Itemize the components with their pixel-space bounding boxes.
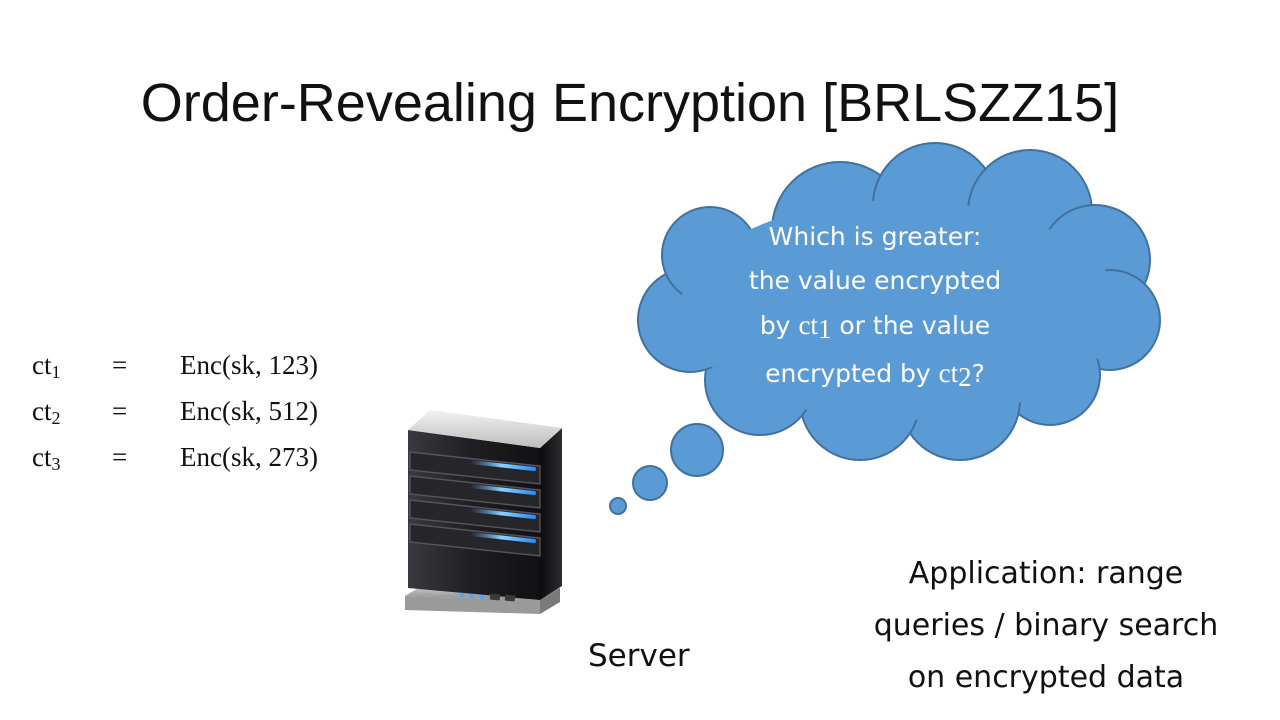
thought-line: by ct1 or the value	[759, 310, 991, 344]
equation-row: ct3 = Enc(sk, 273)	[32, 434, 318, 480]
equation-row: ct2 = Enc(sk, 512)	[32, 388, 318, 434]
equation-list: ct1 = Enc(sk, 123) ct2 = Enc(sk, 512) ct3 = En…	[32, 342, 318, 480]
equation-rhs: Enc(sk, 123)	[180, 350, 318, 380]
equation-lhs: ct3	[32, 442, 61, 474]
server-tower-icon	[405, 410, 562, 614]
thought-dot-medium	[632, 465, 668, 501]
application-line: queries / binary search	[873, 608, 1219, 643]
equation-lhs: ct1	[32, 350, 61, 382]
thought-line: encrypted by ct2?	[765, 358, 985, 392]
server-label: Server	[588, 638, 690, 674]
thought-dot-small	[609, 497, 627, 515]
thought-line: Which is greater:	[768, 222, 982, 251]
equation-rhs: Enc(sk, 512)	[180, 396, 318, 426]
equation-rhs: Enc(sk, 273)	[180, 442, 318, 472]
slide-title: Order-Revealing Encryption [BRLSZZ15]	[140, 73, 1120, 133]
equals-sign: =	[112, 396, 128, 426]
equation-row: ct1 = Enc(sk, 123)	[32, 342, 318, 388]
equals-sign: =	[112, 350, 128, 380]
application-line: Application: range	[908, 556, 1184, 591]
thought-dot-large	[670, 423, 724, 477]
thought-line: the value encrypted	[748, 266, 1002, 295]
equals-sign: =	[112, 442, 128, 472]
thought-cloud	[609, 142, 1161, 515]
application-line: on encrypted data	[907, 660, 1185, 695]
thought-question: Which is greater: the value encrypted by…	[700, 215, 1050, 399]
application-note: Application: range queries / binary sear…	[838, 548, 1254, 704]
equation-lhs: ct2	[32, 396, 61, 428]
